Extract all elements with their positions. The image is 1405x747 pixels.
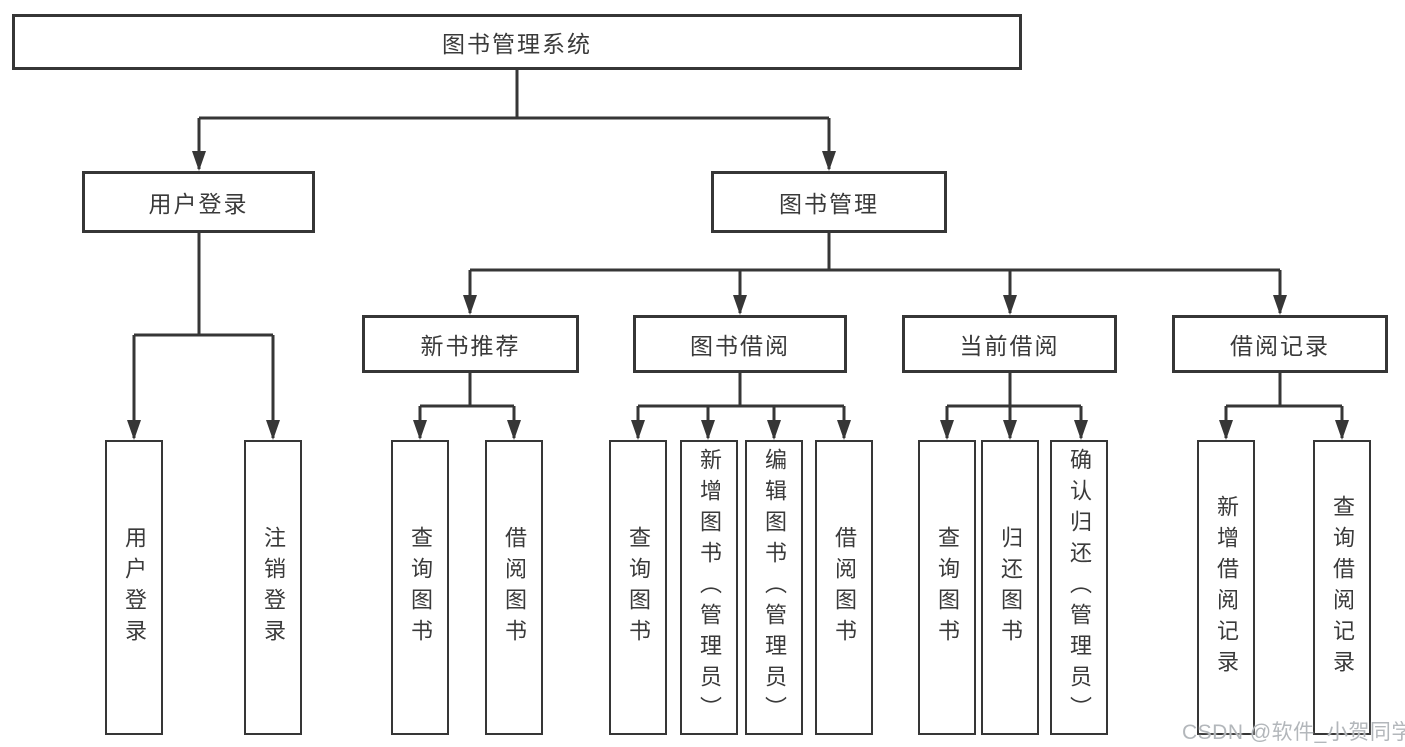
- node-borrow-records: 借阅记录: [1172, 315, 1388, 373]
- node-user-login: 用户登录: [82, 171, 315, 233]
- node-book-management: 图书管理: [711, 171, 947, 233]
- leaf-borrow-edit-book-admin: 编辑图书（管理员）: [745, 440, 803, 735]
- leaf-borrow-query-book: 查询图书: [609, 440, 667, 735]
- leaf-logout: 注销登录: [244, 440, 302, 735]
- leaf-records-query-record: 查询借阅记录: [1313, 440, 1371, 735]
- leaf-user-login: 用户登录: [105, 440, 163, 735]
- leaf-recommend-query-book: 查询图书: [391, 440, 449, 735]
- leaf-borrow-add-book-admin: 新增图书（管理员）: [680, 440, 738, 735]
- leaf-records-add-record: 新增借阅记录: [1197, 440, 1255, 735]
- node-book-borrow: 图书借阅: [633, 315, 847, 373]
- leaf-recommend-borrow-book: 借阅图书: [485, 440, 543, 735]
- csdn-watermark: CSDN @软件_小贺同学: [1182, 721, 1405, 744]
- leaf-current-confirm-return-admin: 确认归还（管理员）: [1050, 440, 1108, 735]
- leaf-current-return-book: 归还图书: [981, 440, 1039, 735]
- leaf-borrow-borrow-book: 借阅图书: [815, 440, 873, 735]
- node-current-borrow: 当前借阅: [902, 315, 1117, 373]
- node-new-book-recommend: 新书推荐: [362, 315, 579, 373]
- node-system-root: 图书管理系统: [12, 14, 1022, 70]
- leaf-current-query-book: 查询图书: [918, 440, 976, 735]
